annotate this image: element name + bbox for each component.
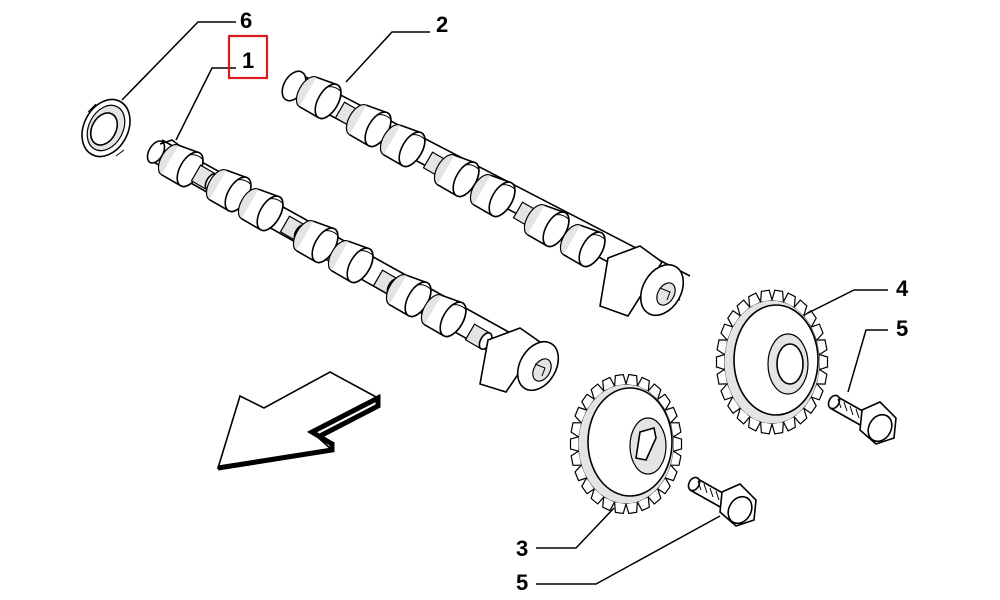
gear-tooth xyxy=(647,488,662,505)
gear-tooth xyxy=(811,383,824,401)
callout-4: 4 xyxy=(896,276,909,301)
gear-tooth xyxy=(811,323,824,341)
gear-tooth xyxy=(602,376,616,391)
sprocket-upper-teeth xyxy=(715,289,829,435)
gear-tooth xyxy=(793,299,808,316)
gear-tooth xyxy=(727,397,741,415)
gear-tooth xyxy=(657,393,671,411)
gear-tooth xyxy=(673,436,683,452)
gear-tooth xyxy=(590,488,605,505)
gear-tooth xyxy=(715,354,725,370)
gear-tooth xyxy=(574,464,587,482)
callout-1: 1 xyxy=(242,48,254,73)
direction-arrow xyxy=(216,371,381,471)
gear-tooth xyxy=(727,309,741,327)
gear-tooth xyxy=(670,422,682,438)
leader-lines xyxy=(121,21,888,585)
gear-tooth xyxy=(748,416,762,432)
gear-tooth xyxy=(748,292,762,308)
gear-tooth xyxy=(665,406,678,424)
gear-tooth xyxy=(636,497,650,512)
gear-tooth xyxy=(647,383,662,400)
callout-labels: 6 1 2 4 5 3 5 xyxy=(227,8,909,595)
gear-tooth xyxy=(720,383,733,401)
gear-tooth xyxy=(793,408,808,425)
gear-tooth xyxy=(657,477,671,495)
gear-tooth xyxy=(720,323,733,341)
gear-tooth xyxy=(816,368,828,385)
bolt-upper[interactable] xyxy=(826,393,897,445)
gear-tooth xyxy=(569,436,579,452)
callout-6: 6 xyxy=(240,8,252,33)
gear-tooth xyxy=(570,422,582,438)
gear-tooth xyxy=(625,502,638,515)
gear-tooth xyxy=(602,497,616,512)
gear-tooth xyxy=(665,464,678,482)
gear-tooth xyxy=(716,339,728,356)
gear-tooth xyxy=(625,373,638,386)
gear-tooth xyxy=(782,292,796,308)
camshaft-upper[interactable] xyxy=(277,67,692,323)
gear-tooth xyxy=(803,397,817,415)
callout-5-upper: 5 xyxy=(896,316,908,341)
gear-tooth xyxy=(736,408,751,425)
gear-tooth xyxy=(636,376,650,391)
callout-2: 2 xyxy=(436,12,448,37)
camshaft-lower[interactable] xyxy=(144,136,567,397)
callout-5-lower: 5 xyxy=(516,570,528,595)
oil-seal-ring[interactable] xyxy=(72,91,139,165)
gear-tooth xyxy=(670,450,682,466)
gear-tooth xyxy=(716,368,728,385)
sprocket-lower[interactable] xyxy=(569,373,683,515)
sprocket-lower-teeth xyxy=(569,373,683,515)
gear-tooth xyxy=(570,450,582,466)
gear-tooth xyxy=(760,422,773,435)
callout-3: 3 xyxy=(516,536,528,561)
gear-tooth xyxy=(614,373,627,386)
gear-tooth xyxy=(590,383,605,400)
gear-tooth xyxy=(760,289,773,302)
gear-tooth xyxy=(771,422,784,435)
gear-tooth xyxy=(614,502,627,515)
gear-tooth xyxy=(574,406,587,424)
gear-tooth xyxy=(736,299,751,316)
gear-tooth xyxy=(771,289,784,302)
callout-1-highlight xyxy=(227,34,269,80)
gear-tooth xyxy=(816,339,828,356)
sprocket-upper[interactable] xyxy=(715,289,829,435)
bolt-lower[interactable] xyxy=(686,475,757,527)
gear-tooth xyxy=(819,354,829,370)
gear-tooth xyxy=(581,477,595,495)
gear-tooth xyxy=(581,393,595,411)
gear-tooth xyxy=(782,416,796,432)
